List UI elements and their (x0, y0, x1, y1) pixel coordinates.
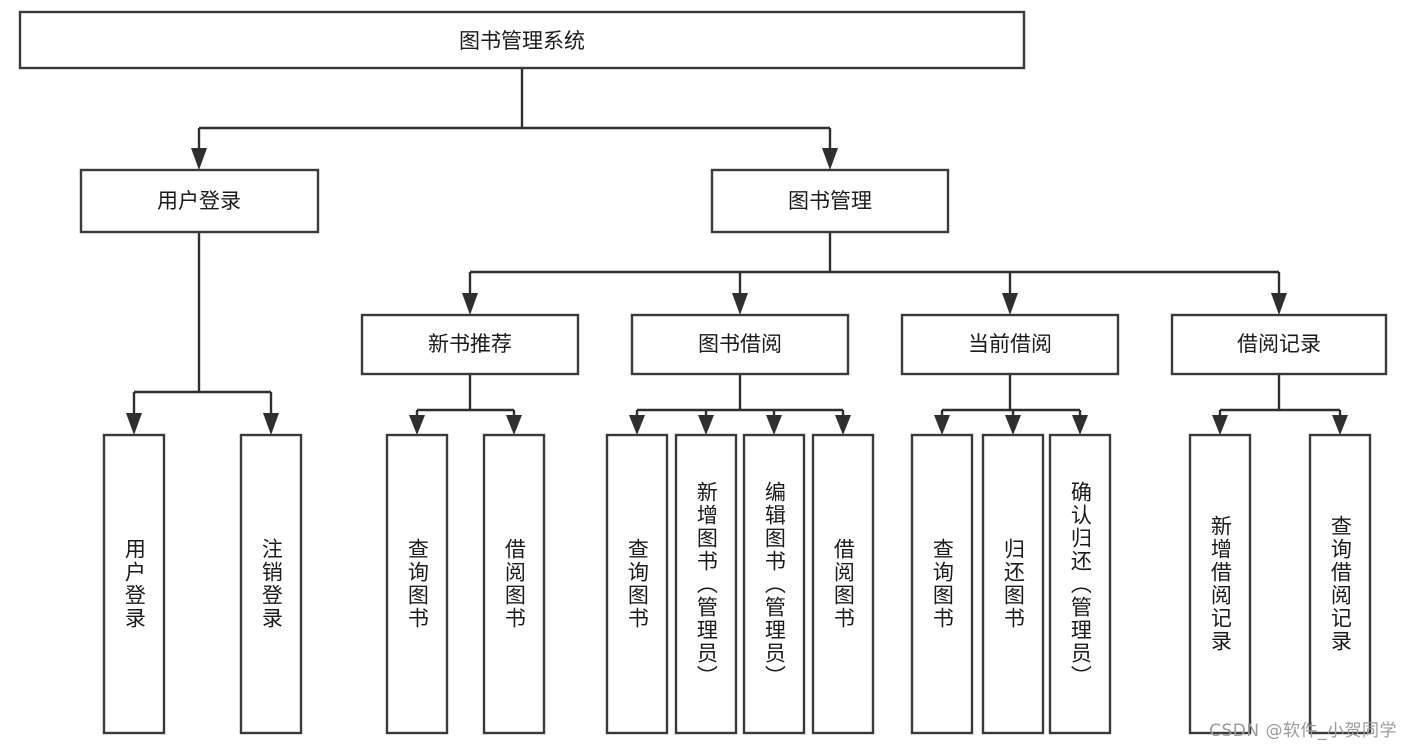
node-label-new-book-rec: 新书推荐 (428, 332, 512, 356)
arrow-to-leaf-return-book (1005, 415, 1021, 435)
node-label-book-borrow: 图书借阅 (698, 332, 782, 356)
node-label-current-borrow: 当前借阅 (968, 332, 1052, 356)
node-box-user-login[interactable] (79, 168, 320, 234)
node-box-leaf-add-record[interactable] (1188, 433, 1252, 735)
arrow-to-leaf-user-logout (263, 413, 279, 435)
arrow-to-leaf-add-record (1212, 415, 1228, 435)
arrow-to-book-borrow (732, 293, 748, 315)
node-box-leaf-confirm-return[interactable] (1048, 433, 1112, 735)
arrow-to-leaf-query-book-3 (934, 415, 950, 435)
node-box-book-borrow[interactable] (630, 313, 850, 376)
node-box-leaf-borrow-book-2[interactable] (811, 433, 875, 735)
arrow-to-leaf-edit-book (766, 415, 782, 435)
arrow-to-borrow-record (1271, 293, 1287, 315)
arrow-to-leaf-confirm-return (1072, 415, 1088, 435)
edges-layer (126, 68, 1348, 435)
arrow-to-leaf-user-login (126, 413, 142, 435)
node-box-leaf-user-logout[interactable] (239, 433, 303, 735)
arrow-to-leaf-borrow-book-2 (835, 415, 851, 435)
node-box-leaf-user-login[interactable] (102, 433, 166, 735)
arrow-to-leaf-query-book-1 (409, 415, 425, 435)
node-label-book-manage: 图书管理 (788, 189, 872, 213)
arrow-to-current-borrow (1002, 293, 1018, 315)
node-box-leaf-add-book[interactable] (674, 433, 738, 735)
node-box-leaf-query-record[interactable] (1308, 433, 1372, 735)
node-box-root[interactable] (18, 10, 1026, 70)
node-box-book-manage[interactable] (710, 168, 950, 234)
arrow-to-new-book-rec (462, 293, 478, 315)
arrow-to-leaf-query-book-2 (629, 415, 645, 435)
node-box-leaf-query-book-3[interactable] (910, 433, 974, 735)
node-box-current-borrow[interactable] (900, 313, 1120, 376)
node-label-borrow-record: 借阅记录 (1237, 332, 1321, 356)
csdn-watermark: CSDN @软件_小贺同学 (1209, 721, 1397, 741)
node-label-root: 图书管理系统 (459, 29, 585, 53)
arrow-to-user-login (191, 148, 207, 170)
node-label-user-login: 用户登录 (157, 189, 241, 213)
node-box-leaf-query-book-1[interactable] (385, 433, 449, 735)
nodes-layer: 图书管理系统 用户登录 图书管理 新书推荐 图书借阅 当前借阅 借阅记录 (18, 10, 1388, 735)
node-box-leaf-return-book[interactable] (981, 433, 1045, 735)
node-box-leaf-borrow-book-1[interactable] (482, 433, 546, 735)
arrow-to-book-manage (822, 148, 838, 170)
node-box-new-book-rec[interactable] (360, 313, 580, 376)
arrow-to-leaf-add-book (698, 415, 714, 435)
node-box-leaf-query-book-2[interactable] (605, 433, 669, 735)
arrow-to-leaf-borrow-book-1 (506, 415, 522, 435)
node-box-borrow-record[interactable] (1170, 313, 1388, 376)
node-box-leaf-edit-book[interactable] (742, 433, 806, 735)
arrow-to-leaf-query-record (1332, 415, 1348, 435)
